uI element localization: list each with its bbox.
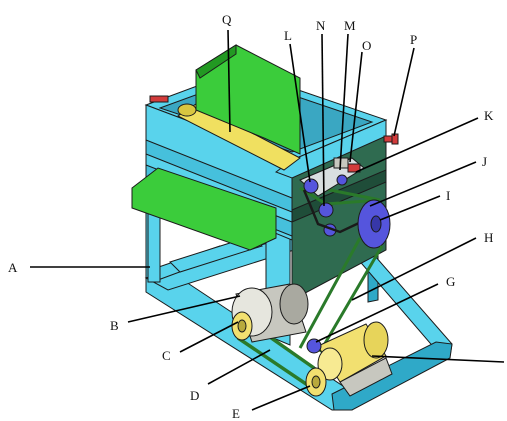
belt-d-bottom [237,336,313,390]
sheet-upper-shade [195,44,237,79]
pulley-i-hub [370,215,382,233]
motor-yellow-mount [339,357,393,397]
label-p: P [410,32,417,47]
pulley-c [231,311,253,341]
pulley-g [306,338,322,354]
sprocket-l [303,178,319,194]
leader-n [321,33,325,207]
label-o: O [362,38,371,53]
part-o [347,163,361,173]
label-h: H [484,230,493,245]
label-d: D [190,388,199,403]
motor-yellow [306,321,393,397]
leader-g [315,283,439,343]
label-g: G [446,274,455,289]
handle-p-knob [391,133,399,145]
leader-q [227,29,231,133]
base-frame [144,124,453,411]
leader-p [393,47,415,137]
label-k: K [484,108,494,123]
pulley-e-hub [311,375,321,389]
sprocket-n [318,202,334,218]
roller-q [149,95,301,171]
roller-shaft [149,95,169,103]
label-a: A [8,260,18,275]
label-e: E [232,406,240,421]
pulley-e [305,367,327,397]
leader-j [369,161,477,207]
leader-h [351,237,477,301]
leader-e [251,385,311,411]
motor-b-back [279,283,309,325]
motor-b [231,283,309,343]
leader-k [355,117,479,173]
part-m-knob [336,174,348,186]
leader-m [339,33,349,171]
green-sheets [131,44,301,251]
label-c: C [162,348,171,363]
leader-d [207,349,271,385]
label-m: M [344,18,356,33]
label-j: J [482,154,487,169]
label-q: Q [222,12,232,27]
label-b: B [110,318,119,333]
labels: A B C D E G H I J K L M N O P Q [8,12,494,421]
belt-h-left [298,237,362,349]
motor-yellow-face [317,347,343,381]
label-l: L [284,28,292,43]
leader-right-motor [371,355,505,363]
belt-upper-k [299,184,381,206]
leader-b [127,295,241,323]
leader-o [349,51,363,163]
label-i: I [446,188,450,203]
sheet-lower [131,167,277,251]
roller-end [177,103,197,117]
leader-l [289,43,311,183]
leader-lines [30,29,505,411]
leader-c [179,321,239,353]
motor-yellow-end [363,321,389,359]
housing-right-band [291,169,387,223]
pulley-i [357,199,391,249]
leader-i [379,195,441,221]
label-n: N [316,18,326,33]
pulley-c-hub [237,319,247,333]
